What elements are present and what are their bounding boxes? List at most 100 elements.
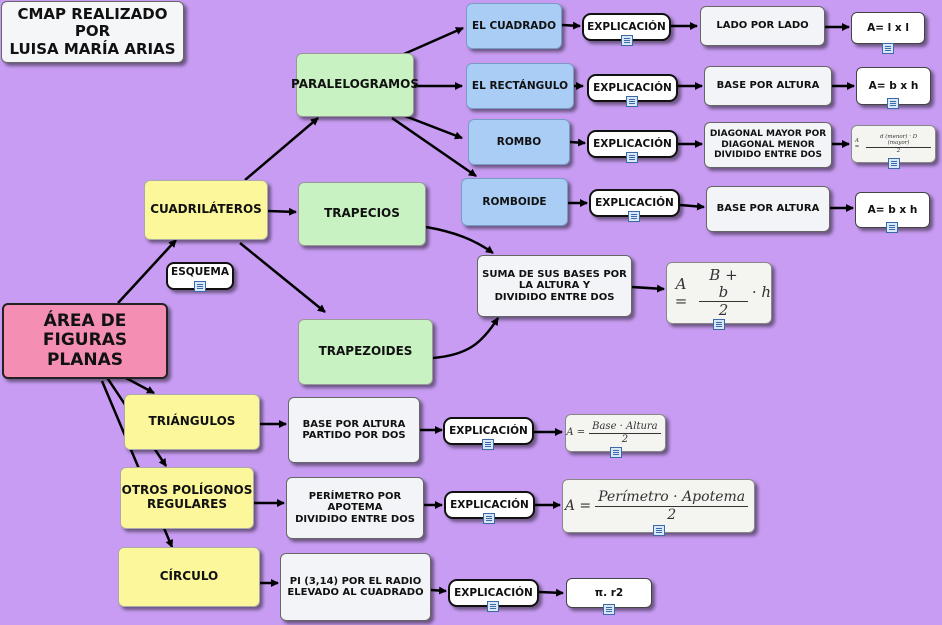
node-triangulos[interactable]: TRIÁNGULOS (124, 394, 260, 450)
explicacion-cuadrado-icon[interactable] (621, 35, 633, 46)
node-label-line-2: REGULARES (146, 497, 228, 511)
formula-denominator: 2 (718, 301, 729, 320)
result-circulo-icon[interactable] (603, 604, 615, 615)
node-label: LADO POR LADO (716, 20, 809, 32)
explicacion-romboide-icon[interactable] (628, 211, 640, 222)
line-2: APOTEMA (327, 502, 383, 514)
node-el-rectangulo[interactable]: EL RECTÁNGULO (466, 63, 574, 109)
node-paralelogramos[interactable]: PARALELOGRAMOS (291, 53, 419, 117)
title-line-1: CMAP REALIZADO (17, 5, 168, 24)
explicacion-otros[interactable]: EXPLICACIÓN (444, 491, 535, 519)
line-3: DIVIDIDO ENTRE DOS (714, 150, 822, 161)
formula-rhs: · h (751, 283, 772, 302)
root-line-1: ÁREA DE (43, 310, 127, 331)
node-label: CUADRILÁTEROS (150, 202, 262, 217)
node-label: EXPLICACIÓN (450, 498, 529, 511)
node-cuadrilateros[interactable]: CUADRILÁTEROS (144, 180, 268, 240)
line-1: PI (3,14) POR EL RADIO (289, 575, 422, 587)
formula-numerator: Perímetro · Apotema (595, 489, 749, 507)
line-2: DIAGONAL MENOR (721, 139, 815, 150)
node-romboide[interactable]: ROMBOIDE (461, 178, 568, 226)
formula-lhs: A = (564, 497, 592, 514)
formula-denominator: 2 (896, 147, 901, 154)
line-1: SUMA DE SUS BASES POR (482, 268, 627, 280)
node-label: ESQUEMA (171, 265, 229, 278)
explicacion-rectangulo-icon[interactable] (626, 96, 638, 107)
node-label: EXPLICACIÓN (449, 424, 528, 437)
explicacion-otros-icon[interactable] (483, 513, 495, 524)
formula-lhs: A = (674, 274, 688, 310)
formula-rombo[interactable]: A = d (menor) · D (mayor)2 (851, 125, 936, 163)
node-el-cuadrado[interactable]: EL CUADRADO (466, 3, 562, 49)
formula-numerator: B + b (699, 266, 748, 303)
explicacion-rombo-icon[interactable] (626, 152, 638, 163)
result-cuadrado[interactable]: A= l x l (851, 12, 925, 44)
node-label: EL RECTÁNGULO (471, 79, 569, 92)
node-label-line-1: OTROS POLÍGONOS (121, 483, 253, 498)
formula-numerator: Base · Altura (589, 421, 661, 434)
line-3: DIVIDIDO ENTRE DOS (295, 513, 415, 525)
result-circulo[interactable]: π. r2 (566, 578, 652, 608)
formula-denominator: 2 (621, 433, 629, 445)
node-label: EXPLICACIÓN (593, 137, 672, 150)
title-line-3: LUISA MARÍA ARIAS (9, 39, 176, 58)
node-label: EXPLICACIÓN (587, 20, 666, 33)
node-label: TRIÁNGULOS (148, 414, 236, 429)
root-line-2: FIGURAS PLANAS (42, 330, 128, 370)
formula-lhs: A = (854, 137, 860, 150)
formula-numerator: d (menor) · D (mayor) (866, 134, 931, 148)
formula-lhs: A = (566, 427, 586, 439)
line-1: DIAGONAL MAYOR POR (709, 129, 827, 140)
node-label: CÍRCULO (159, 569, 219, 584)
node-rombo[interactable]: ROMBO (468, 119, 570, 165)
title-line-2: POR (74, 22, 111, 41)
result-rectangulo-icon[interactable] (887, 98, 899, 109)
explicacion-rectangulo[interactable]: EXPLICACIÓN (587, 74, 678, 102)
desc-base-por-altura-romboide[interactable]: BASE POR ALTURA (706, 186, 830, 232)
formula-otros-icon[interactable] (653, 525, 665, 536)
explicacion-circulo[interactable]: EXPLICACIÓN (448, 579, 539, 607)
node-label: BASE POR ALTURA (716, 80, 820, 92)
desc-base-por-altura-rectangulo[interactable]: BASE POR ALTURA (704, 66, 832, 106)
node-label: EL CUADRADO (471, 19, 557, 32)
explicacion-romboide[interactable]: EXPLICACIÓN (589, 189, 680, 217)
line-2: PARTIDO POR DOS (302, 430, 406, 441)
node-circulo[interactable]: CÍRCULO (118, 547, 260, 607)
formula-rombo-icon[interactable] (888, 158, 900, 169)
node-label: ROMBO (496, 135, 542, 148)
result-cuadrado-icon[interactable] (882, 43, 894, 54)
node-label: BASE POR ALTURA (716, 203, 820, 215)
node-label: ROMBOIDE (482, 195, 547, 208)
line-2: ELEVADO AL CUADRADO (287, 587, 424, 598)
node-label: PARALELOGRAMOS (291, 77, 419, 92)
explicacion-circulo-icon[interactable] (487, 601, 499, 612)
formula-trapecio-icon[interactable] (713, 319, 725, 330)
explicacion-triangulos-icon[interactable] (482, 439, 494, 450)
node-label: EXPLICACIÓN (454, 586, 533, 599)
node-label: A= b x h (868, 79, 919, 92)
line-1: PERÍMETRO POR (308, 490, 402, 502)
esquema-resource-icon[interactable] (194, 281, 206, 292)
node-label: A= l x l (867, 21, 909, 34)
node-trapecios[interactable]: TRAPECIOS (298, 182, 426, 246)
node-trapezoides[interactable]: TRAPEZOIDES (298, 319, 433, 385)
desc-lado-por-lado[interactable]: LADO POR LADO (700, 6, 825, 46)
result-romboide-icon[interactable] (886, 222, 898, 233)
formula-triangulo-icon[interactable] (610, 447, 622, 458)
node-label: EXPLICACIÓN (595, 196, 674, 209)
node-label: EXPLICACIÓN (593, 81, 672, 94)
line-3: DIVIDIDO ENTRE DOS (494, 291, 615, 303)
